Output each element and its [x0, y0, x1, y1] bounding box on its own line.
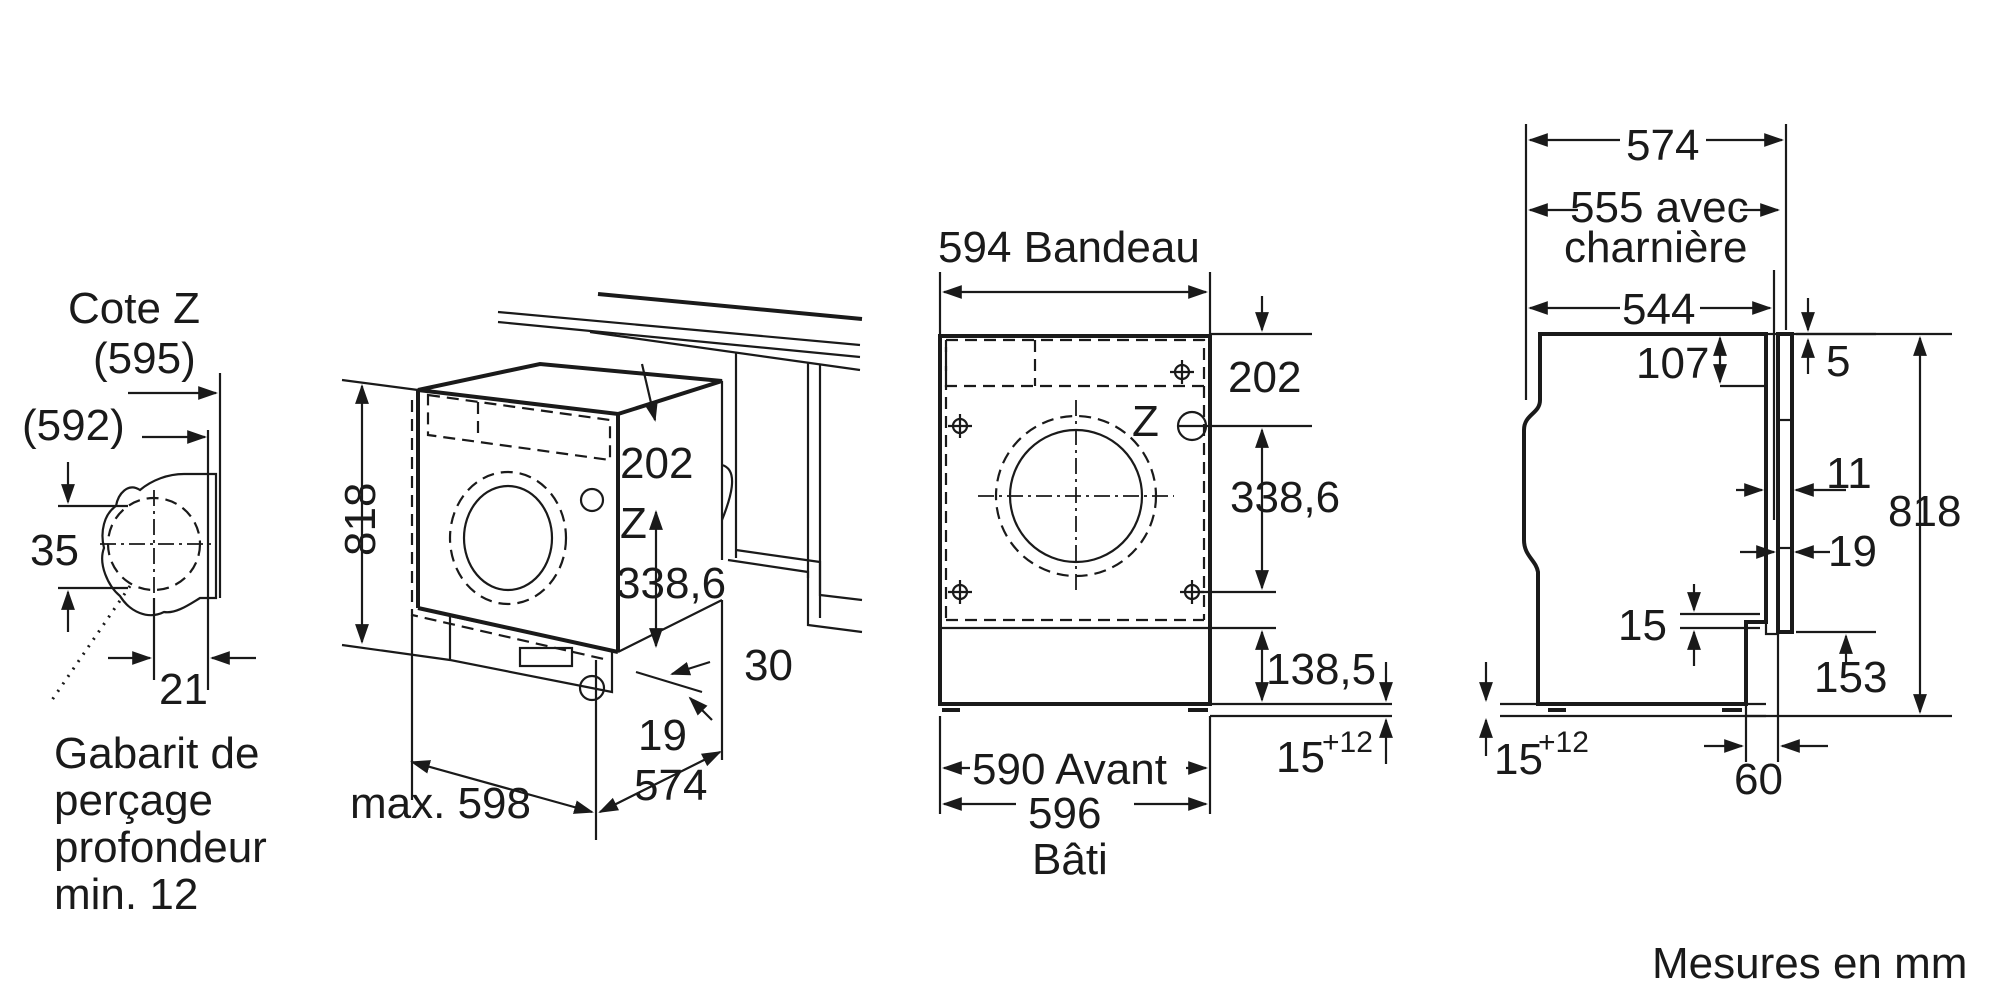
side-base-15-sup: +12 — [1538, 726, 1589, 759]
side-555-label-1: 555 avec — [1570, 183, 1749, 232]
dim-35-label: 35 — [30, 526, 79, 575]
dim-202-label: 202 — [620, 439, 693, 488]
side-base-15-label: 15 — [1494, 735, 1543, 784]
worktop-line-1 — [497, 310, 861, 347]
side-107-label: 107 — [1636, 339, 1709, 388]
cote-z-label: Cote Z — [68, 284, 200, 333]
front-screw-marks — [948, 360, 1204, 604]
side-19-label: 19 — [1828, 527, 1877, 576]
dim-21-label: 21 — [159, 665, 208, 714]
side-153-label: 153 — [1814, 653, 1887, 702]
side-574-label: 574 — [1626, 121, 1699, 170]
countertop-edge — [597, 292, 863, 321]
dim-592-label: (592) — [22, 401, 125, 450]
bandeau-dashed — [426, 393, 612, 462]
door-outer — [448, 470, 568, 606]
door-inner — [462, 484, 554, 592]
dim-818-ext-top — [341, 378, 419, 392]
template-text-1: Gabarit de — [54, 729, 259, 778]
dim-202-arrow — [640, 363, 658, 422]
side-door-panel — [1776, 332, 1794, 634]
appliance-hose — [720, 463, 734, 521]
dim-574-label: 574 — [634, 761, 707, 810]
side-11-label: 11 — [1826, 449, 1872, 498]
bati-596-label: 596 — [1028, 789, 1101, 838]
bati-label: Bâti — [1032, 835, 1108, 884]
worktop-line-2 — [497, 320, 861, 359]
z-hinge-circle — [579, 487, 605, 513]
front-bandeau-dashed — [944, 338, 1206, 388]
bandeau-label: 594 Bandeau — [938, 223, 1200, 272]
drill-leader-dotted — [50, 585, 132, 701]
dim-30-arrow — [670, 660, 711, 676]
dim-19-label: 19 — [638, 711, 687, 760]
front-view: 594 Bandeau 202 Z 33 — [938, 223, 1393, 884]
template-text-3: profondeur — [54, 823, 267, 872]
niche-plinth-2 — [727, 558, 863, 634]
dim-574-line — [598, 751, 722, 813]
side-15-label: 15 — [1618, 601, 1667, 650]
template-text-2: perçage — [54, 776, 213, 825]
front-15-label: 15 — [1276, 733, 1325, 782]
dim-818-ext-bottom — [341, 643, 451, 662]
side-555-label-2: charnière — [1564, 223, 1747, 272]
max-598-label: max. 598 — [350, 779, 531, 828]
drilling-template-detail: Cote Z (595) (592) 35 21 Gabarit de perç… — [22, 284, 267, 919]
front-202-label: 202 — [1228, 353, 1301, 402]
side-60-label: 60 — [1734, 755, 1783, 804]
appliance-base-side — [617, 599, 723, 653]
dim-818-label: 818 — [336, 483, 385, 556]
drill-cutout-outline — [101, 472, 218, 617]
dim-338-label: 338,6 — [616, 559, 726, 608]
side-818-label: 818 — [1888, 487, 1961, 536]
program-knob — [578, 674, 606, 702]
dim-30-label: 30 — [744, 641, 793, 690]
side-544-label: 544 — [1622, 285, 1695, 334]
front-15-sup: +12 — [1322, 726, 1373, 759]
front-338-label: 338,6 — [1230, 473, 1340, 522]
dim-19-arrow — [688, 696, 713, 721]
front-138-label: 138,5 — [1266, 645, 1376, 694]
worktop-line-3 — [589, 330, 861, 372]
front-body — [938, 334, 1212, 706]
appliance-top — [417, 361, 723, 417]
template-text-4: min. 12 — [54, 870, 198, 919]
side-5-label: 5 — [1826, 337, 1850, 386]
side-view: 574 555 avec charnière 544 107 5 11 — [1479, 121, 1961, 804]
avant-590-label: 590 Avant — [972, 745, 1167, 794]
front-z-label: Z — [1132, 397, 1159, 446]
dim-598-line — [410, 760, 594, 814]
z-label: Z — [620, 499, 647, 548]
dim-595-label: (595) — [93, 334, 196, 383]
front-dashed-outline — [410, 400, 609, 662]
display-window — [518, 646, 574, 668]
dim-19-ext — [635, 670, 703, 694]
niche-plinth-1 — [735, 548, 863, 602]
units-note: Mesures en mm — [1652, 939, 1967, 988]
perspective-view: 818 202 Z 338,6 30 19 max. 598 574 — [336, 292, 863, 840]
control-panel — [448, 614, 614, 694]
